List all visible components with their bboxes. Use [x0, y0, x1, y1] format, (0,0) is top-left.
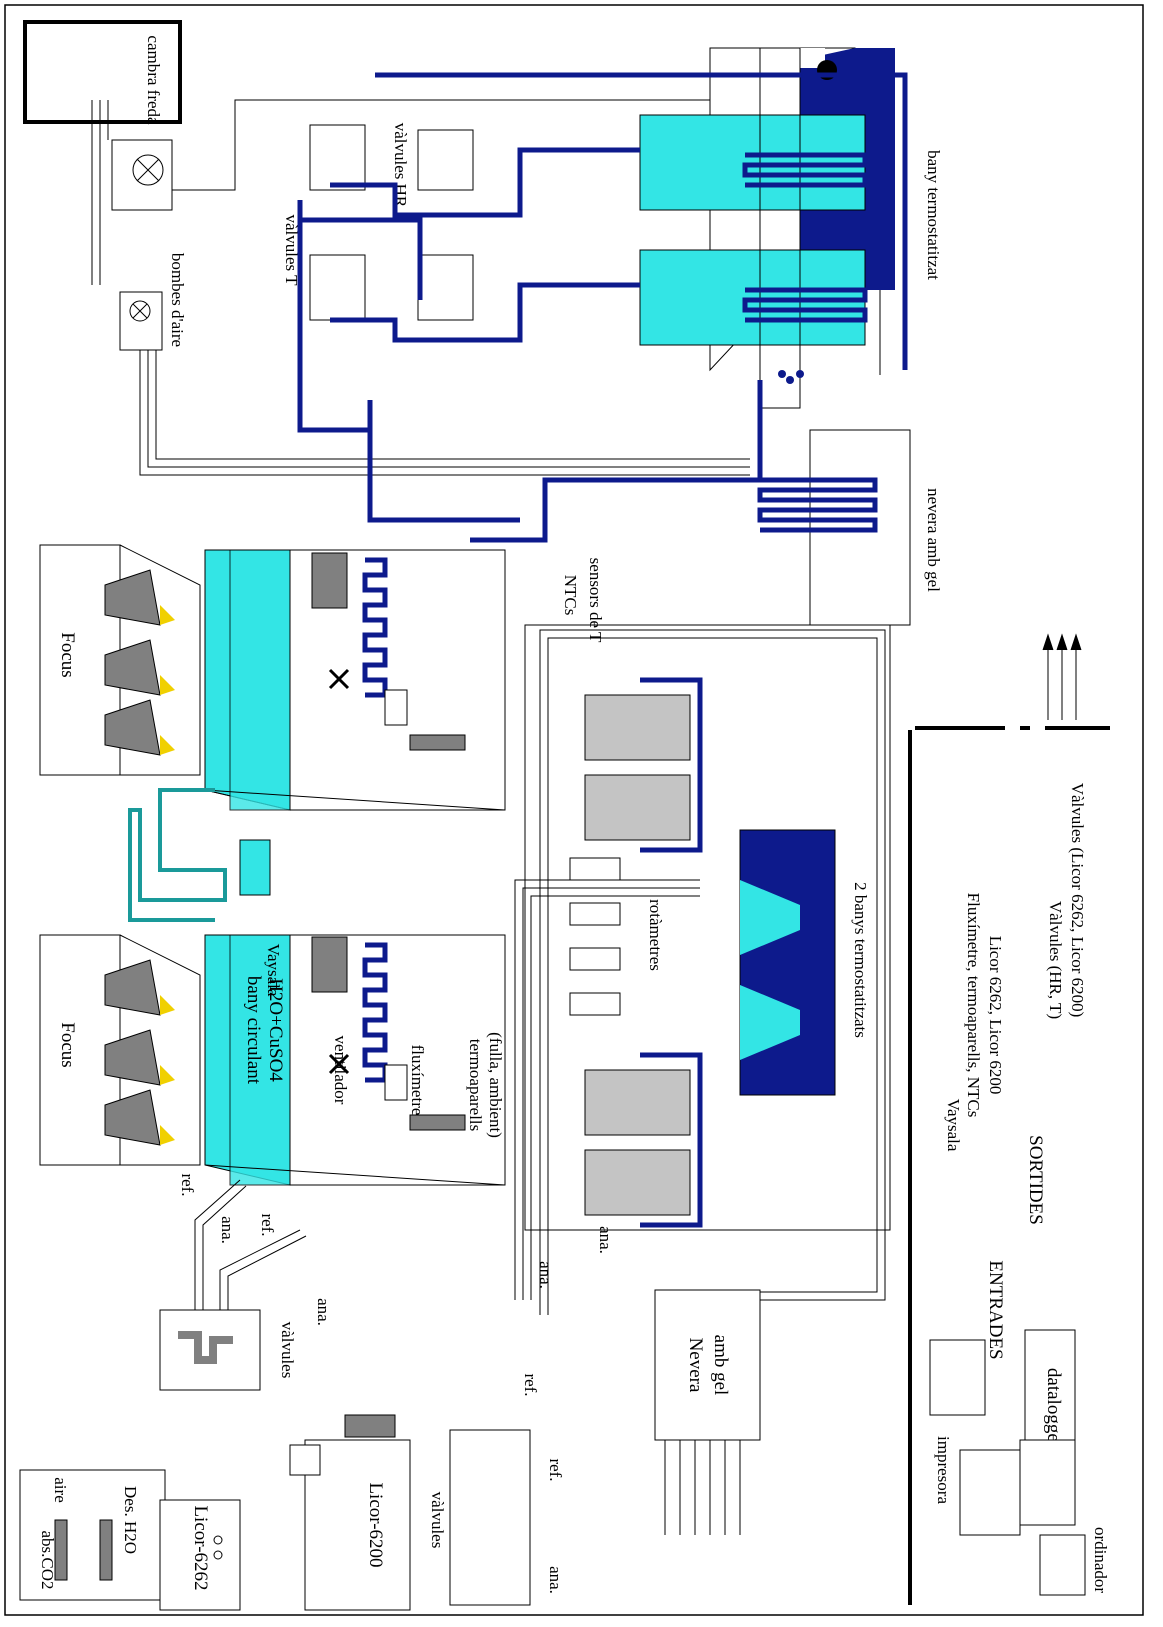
datalogger-label: datalogger [1043, 1368, 1064, 1449]
chamber-upper [205, 550, 505, 810]
ice-fridge-bottom: Nevera amb gel ana. ana. ref. [521, 1226, 760, 1535]
computer-label: ordinador [1091, 1527, 1110, 1593]
circulating-pump [240, 840, 270, 895]
licor-6200-unit: Licor-6200 vàlvules ref. ana. [290, 1415, 565, 1610]
output-valves-2: Vàlvules (Licor 6262, Licor 6200) [1068, 783, 1087, 1018]
thermostatted-bath: bany termostatitzat [640, 48, 943, 408]
ref-label-2: ref. [258, 1213, 277, 1236]
valves-left: vàlvules ref. ana. ref. ana. [160, 1173, 333, 1390]
ref-label-3: ref. [521, 1373, 540, 1396]
lamps-bottom: Focus [40, 935, 200, 1165]
licor-6262-unit: aire abs.CO2 Des. H2O Licor-6262 [20, 1470, 240, 1610]
fluxmeter-label: fluxímetre [408, 1045, 427, 1116]
ana-label-1: ana. [218, 1216, 237, 1244]
thermocouples-label-1: termoaparells [466, 1039, 485, 1132]
cold-chamber: cambra freda [25, 22, 180, 125]
ice-fridge-bottom-label-2: amb gel [710, 1335, 731, 1396]
circulating-bath-label-2: H2O+CuSO4 [265, 978, 286, 1082]
input-vaysala: Vaysala [944, 1099, 963, 1152]
air-pumps-label: bombes d'aire [168, 253, 187, 347]
output-valves-1: Vàlvules (HR, T) [1046, 901, 1065, 1019]
cold-chamber-label: cambra freda [144, 35, 163, 125]
focus-top-label: Focus [57, 632, 78, 677]
ana-label-5: ana. [546, 1566, 565, 1594]
circulating-bath-label-1: bany circulant [243, 976, 264, 1085]
thermocouples-label-2: (fulla, ambient) [486, 1032, 505, 1138]
bath-circuit [130, 790, 225, 920]
ana-label-3: ana. [536, 1261, 555, 1289]
fan-label: ventilador [331, 1036, 350, 1105]
outputs-label: SORTIDES [1025, 1135, 1046, 1225]
input-licor: Licor 6262, Licor 6200 [986, 936, 1005, 1095]
abs-co2-label: abs.CO2 [38, 1530, 57, 1589]
focus-bottom-label: Focus [57, 1022, 78, 1067]
aire-label: aire [51, 1477, 70, 1502]
ice-fridge-top-label: nevera amb gel [924, 488, 943, 592]
inputs-label: ENTRADES [985, 1260, 1006, 1359]
ice-fridge-top: nevera amb gel [760, 430, 943, 625]
bath-label: bany termostatitzat [924, 150, 943, 280]
thermostatted-baths-label: 2 banys termostatitzats [851, 882, 870, 1038]
licor-6200-label: Licor-6200 [365, 1482, 386, 1567]
valves-left-label: vàlvules [278, 1322, 297, 1379]
chamber-lower: Vaysala bany circulant H2O+CuSO4 ventila… [205, 935, 505, 1185]
printer-label: impresora [934, 1436, 953, 1504]
ana-label-2: ana. [314, 1298, 333, 1326]
ice-fridge-bottom-label-1: Nevera [685, 1338, 706, 1393]
ref-label-1: ref. [178, 1173, 197, 1196]
input-flux: Fluxímetre, termoaparells, NTCs [964, 893, 983, 1118]
ana-label-4: ana. [596, 1226, 615, 1254]
ntcs-label: NTCs [561, 575, 580, 616]
sensor-bay: NTCs sensors de T 2 banys termostatitzat… [525, 558, 890, 1230]
lamps-top: Focus [40, 545, 200, 775]
valves-licor-label: vàlvules [428, 1492, 447, 1549]
des-h2o-label: Des. H2O [121, 1486, 140, 1554]
rotameters-label: rotàmetres [646, 899, 665, 971]
ref-label-4: ref. [546, 1458, 565, 1481]
computer-setup: impresora ordinador [930, 1340, 1110, 1595]
licor-6262-label: Licor-6262 [190, 1505, 211, 1590]
